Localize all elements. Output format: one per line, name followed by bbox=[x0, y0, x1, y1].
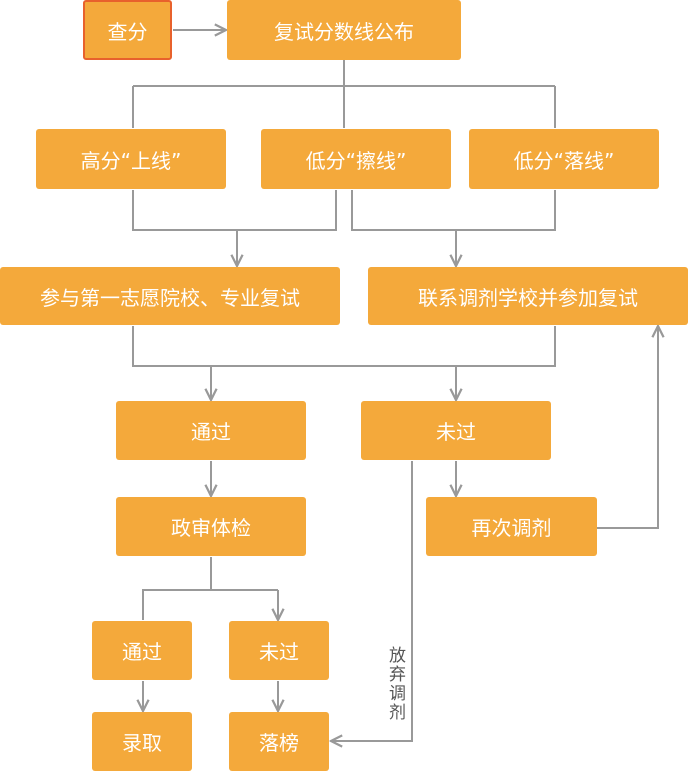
branch-to-pass-fail bbox=[132, 326, 556, 400]
branch-announce-to-categories bbox=[132, 59, 556, 128]
arrow-giveup-to-reject bbox=[331, 461, 413, 741]
low-below-node: 低分“落线” bbox=[469, 129, 659, 189]
arrow-to-adjust-school bbox=[351, 190, 556, 266]
arrow-readjust-to-adjust bbox=[597, 326, 658, 529]
branch-political-to-results bbox=[142, 557, 278, 620]
announce-node: 复试分数线公布 bbox=[227, 0, 461, 60]
give-up-label: 放弃调剂 bbox=[385, 646, 405, 722]
arrow-high-to-first-choice bbox=[132, 190, 337, 266]
low-edge-node: 低分“擦线” bbox=[261, 129, 451, 189]
readjust-node: 再次调剂 bbox=[426, 497, 597, 556]
political-check-node: 政审体检 bbox=[116, 497, 306, 556]
fail-node-2: 未过 bbox=[229, 621, 329, 680]
adjust-school-node: 联系调剂学校并参加复试 bbox=[368, 267, 688, 325]
fail-node-1: 未过 bbox=[361, 401, 551, 460]
admit-node: 录取 bbox=[92, 712, 192, 771]
reject-node: 落榜 bbox=[229, 712, 329, 771]
high-score-node: 高分“上线” bbox=[36, 129, 226, 189]
check-score-node: 查分 bbox=[83, 0, 172, 60]
pass-node-1: 通过 bbox=[116, 401, 306, 460]
pass-node-2: 通过 bbox=[92, 621, 192, 680]
first-choice-node: 参与第一志愿院校、专业复试 bbox=[0, 267, 340, 325]
